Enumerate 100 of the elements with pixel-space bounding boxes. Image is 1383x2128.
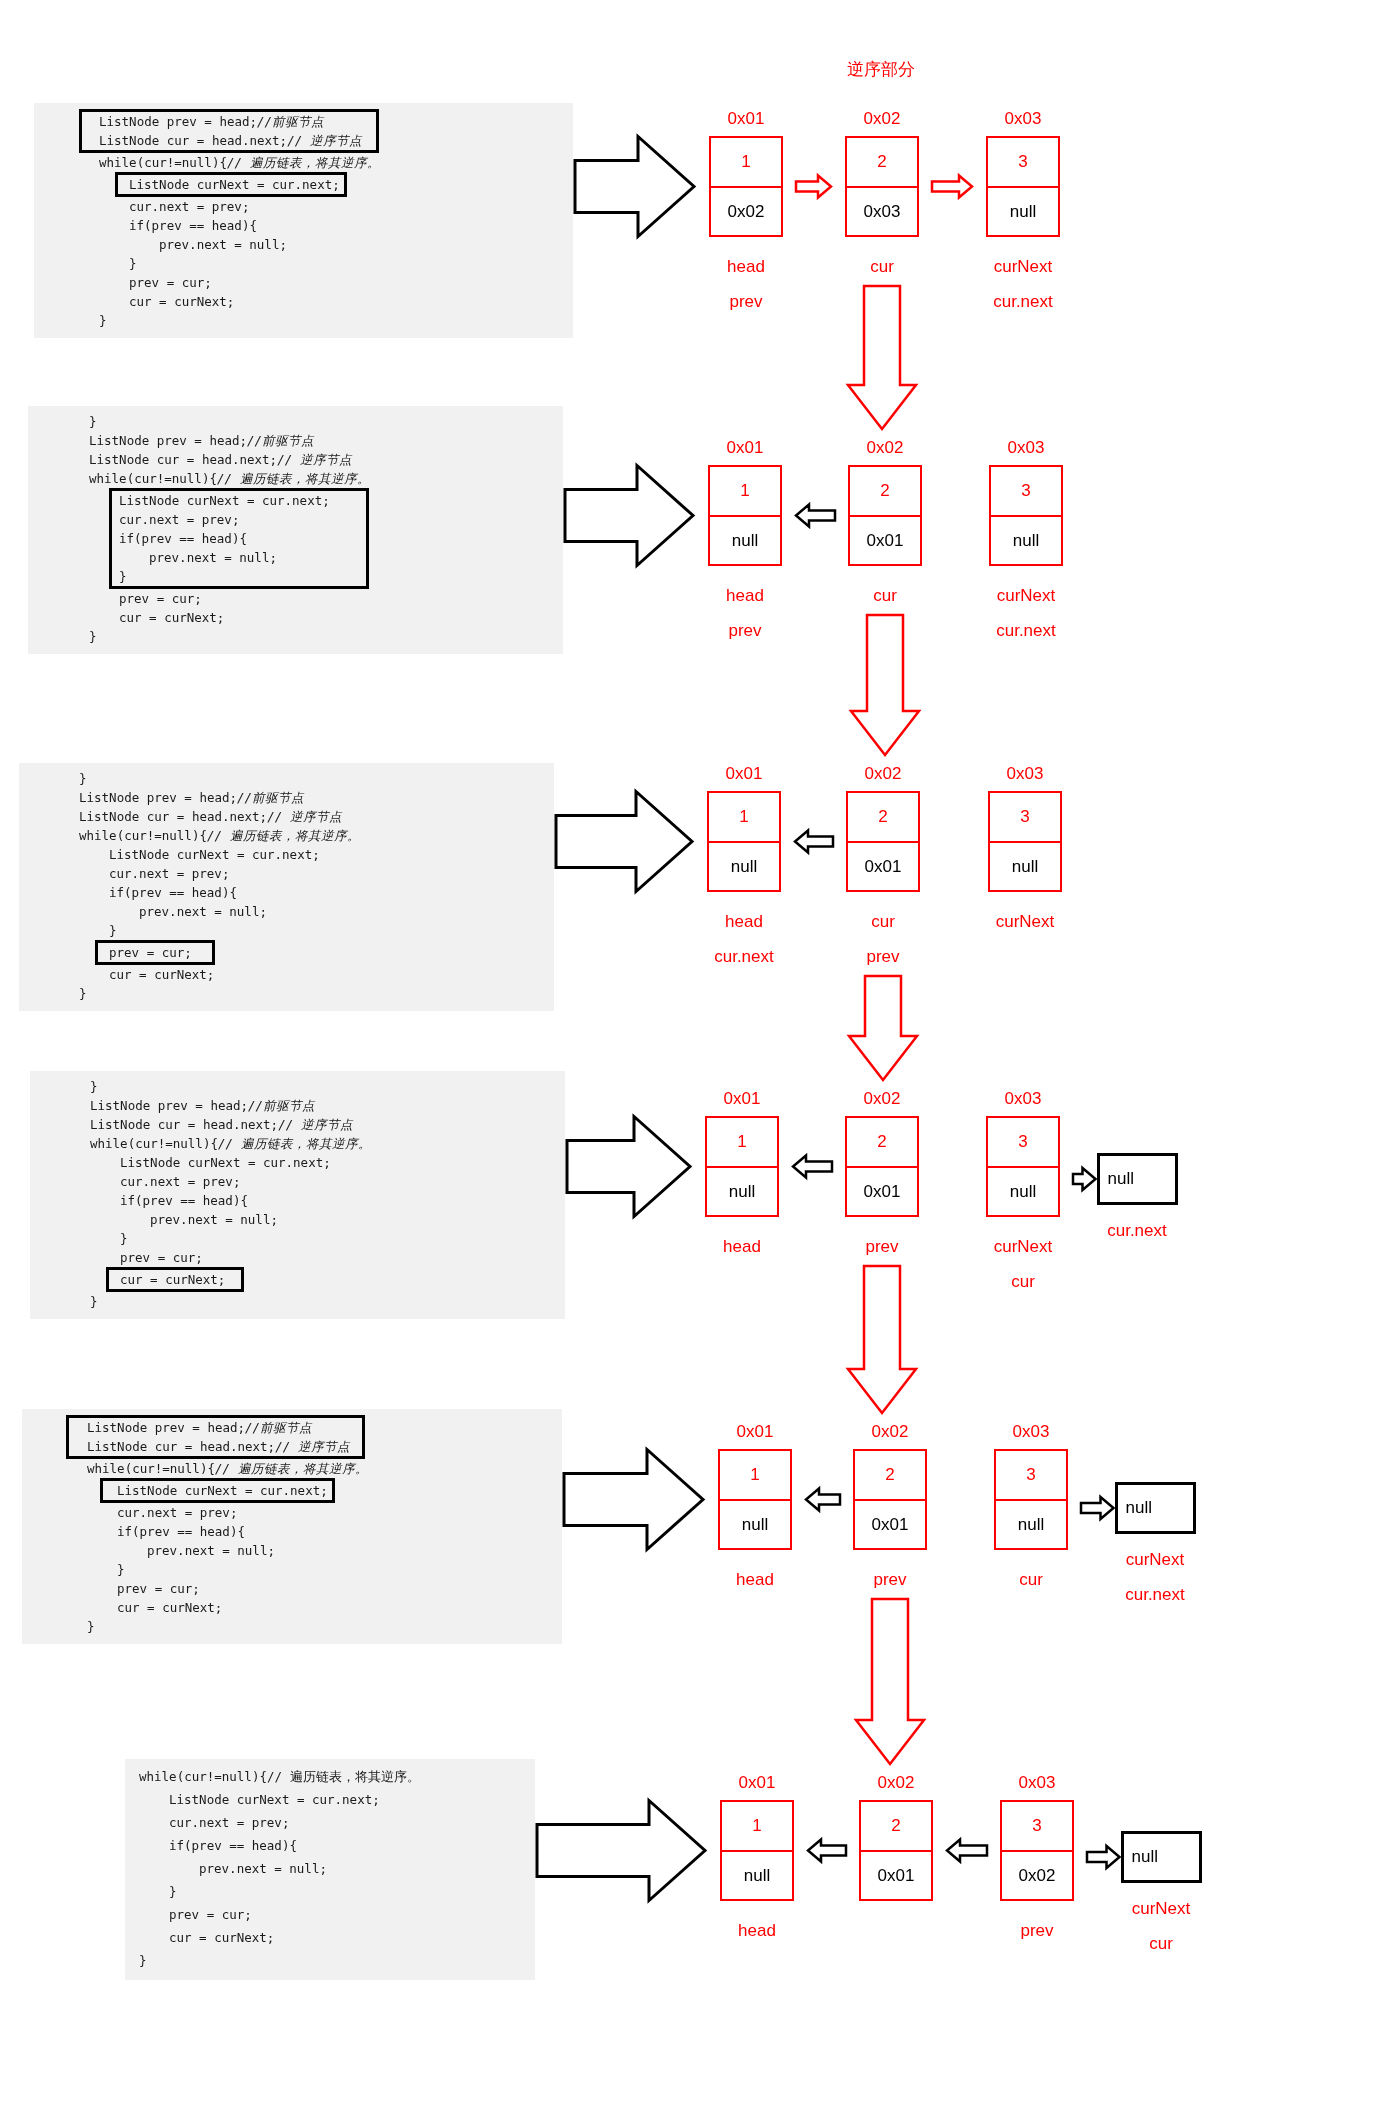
node-value: 1 bbox=[749, 1464, 761, 1486]
next-pointer: 0x01 bbox=[848, 840, 918, 890]
node-value: 2 bbox=[884, 1464, 896, 1486]
pointer-label: prev bbox=[1019, 1920, 1055, 1942]
pointer-label: curNext bbox=[1124, 1549, 1186, 1571]
address-label: 0x02 bbox=[876, 1772, 916, 1794]
address-label: 0x01 bbox=[722, 1088, 762, 1110]
address-label: 0x01 bbox=[735, 1421, 775, 1443]
address-label: 0x02 bbox=[865, 437, 905, 459]
block-arrow bbox=[563, 462, 696, 569]
code-line: ListNode prev = head;//前驱节点 bbox=[78, 789, 306, 807]
pointer-label: cur bbox=[1010, 1271, 1036, 1293]
node-value: 2 bbox=[877, 806, 889, 828]
code-line: ListNode cur = head.next;// 逆序节点 bbox=[88, 451, 353, 469]
code-line: cur.next = prev; bbox=[128, 198, 251, 216]
pointer-label: cur bbox=[872, 585, 898, 607]
node-value: 3 bbox=[1017, 1131, 1029, 1153]
code-line: cur.next = prev; bbox=[119, 1173, 242, 1191]
node-value: 1 bbox=[738, 806, 750, 828]
address-label: 0x01 bbox=[725, 437, 765, 459]
pointer-label: cur.next bbox=[992, 291, 1054, 313]
pointer-label: head bbox=[725, 585, 765, 607]
pointer-label: prev bbox=[864, 1236, 900, 1258]
pointer-label: cur.next bbox=[995, 620, 1057, 642]
next-pointer: 0x01 bbox=[847, 1165, 917, 1215]
address-label: 0x02 bbox=[862, 108, 902, 130]
pointer-label: cur bbox=[869, 256, 895, 278]
block-arrow bbox=[562, 1446, 706, 1553]
pointer-label: prev bbox=[872, 1569, 908, 1591]
code-line: cur = curNext; bbox=[108, 966, 216, 984]
code-line: } bbox=[98, 312, 108, 330]
next-pointer: null bbox=[720, 1498, 790, 1548]
code-line: ListNode curNext = cur.next; bbox=[116, 1482, 329, 1500]
code-line: cur = curNext; bbox=[119, 1271, 227, 1289]
code-line: cur.next = prev; bbox=[116, 1504, 239, 1522]
code-block bbox=[30, 1071, 565, 1319]
code-line: if(prev == head){ bbox=[119, 1192, 249, 1210]
code-line: prev = cur; bbox=[118, 590, 203, 608]
next-pointer: 0x03 bbox=[847, 185, 917, 235]
code-line: prev.next = null; bbox=[148, 549, 278, 567]
block-arrow bbox=[845, 1264, 919, 1416]
code-line: if(prev == head){ bbox=[128, 217, 258, 235]
code-line: } bbox=[88, 413, 98, 431]
node-value: 1 bbox=[751, 1815, 763, 1837]
address-label: 0x03 bbox=[1005, 763, 1045, 785]
next-pointer: null bbox=[988, 185, 1058, 235]
address-label: 0x01 bbox=[724, 763, 764, 785]
code-line: prev = cur; bbox=[108, 944, 193, 962]
code-line: cur.next = prev; bbox=[118, 511, 241, 529]
node-value: 1 bbox=[739, 480, 751, 502]
next-pointer: 0x02 bbox=[1002, 1849, 1072, 1899]
address-label: 0x03 bbox=[1011, 1421, 1051, 1443]
arrow bbox=[945, 1836, 989, 1865]
highlight-box bbox=[100, 1478, 335, 1503]
arrow bbox=[794, 172, 833, 201]
code-line: } bbox=[86, 1618, 96, 1636]
highlight-box bbox=[106, 1267, 244, 1292]
code-line: ListNode curNext = cur.next; bbox=[119, 1154, 332, 1172]
code-line: cur = curNext; bbox=[128, 293, 236, 311]
code-line: cur.next = prev; bbox=[168, 1814, 291, 1832]
code-line: ListNode cur = head.next;// 逆序节点 bbox=[78, 808, 343, 826]
highlight-box bbox=[95, 940, 215, 965]
block-arrow bbox=[853, 1597, 927, 1767]
code-line: } bbox=[118, 568, 128, 586]
address-label: 0x03 bbox=[1003, 1088, 1043, 1110]
code-line: ListNode prev = head;//前驱节点 bbox=[98, 113, 326, 131]
node-value: 3 bbox=[1017, 151, 1029, 173]
code-line: } bbox=[119, 1230, 129, 1248]
pointer-label: prev bbox=[728, 291, 764, 313]
code-line: } bbox=[116, 1561, 126, 1579]
pointer-label: head bbox=[735, 1569, 775, 1591]
arrow bbox=[791, 1152, 834, 1181]
code-block bbox=[28, 406, 563, 654]
pointer-label: cur.next bbox=[1124, 1584, 1186, 1606]
code-line: prev = cur; bbox=[116, 1580, 201, 1598]
code-line: while(cur!=null){// 遍历链表，将其逆序。 bbox=[88, 470, 371, 488]
pointer-label: curNext bbox=[995, 585, 1057, 607]
arrow bbox=[806, 1836, 848, 1865]
pointer-label: head bbox=[737, 1920, 777, 1942]
block-arrow bbox=[845, 284, 919, 432]
code-block bbox=[34, 103, 573, 338]
next-pointer: null bbox=[707, 1165, 777, 1215]
code-line: prev.next = null; bbox=[149, 1211, 279, 1229]
block-arrow bbox=[565, 1113, 693, 1220]
node-value: 2 bbox=[876, 151, 888, 173]
node-value: 3 bbox=[1020, 480, 1032, 502]
pointer-label: curNext bbox=[992, 256, 1054, 278]
code-line: ListNode cur = head.next;// 逆序节点 bbox=[89, 1116, 354, 1134]
code-line: prev = cur; bbox=[128, 274, 213, 292]
block-arrow bbox=[848, 613, 922, 758]
pointer-label: head bbox=[722, 1236, 762, 1258]
code-line: } bbox=[89, 1293, 99, 1311]
pointer-label: curNext bbox=[992, 1236, 1054, 1258]
highlight-box bbox=[79, 109, 379, 153]
null-node-box: null bbox=[1114, 1482, 1196, 1534]
block-arrow bbox=[554, 788, 695, 895]
node-value: 2 bbox=[876, 1131, 888, 1153]
code-line: cur.next = prev; bbox=[108, 865, 231, 883]
node-value: 1 bbox=[736, 1131, 748, 1153]
pointer-label: head bbox=[726, 256, 766, 278]
